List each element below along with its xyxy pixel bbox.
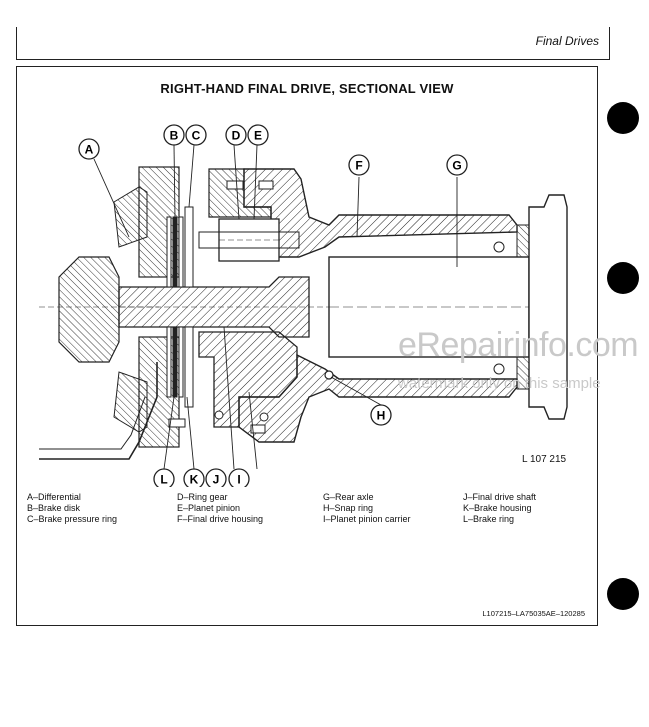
ring-gear <box>208 168 272 218</box>
planet-pinion-carrier <box>198 331 298 428</box>
legend-item: H–Snap ring <box>323 503 374 513</box>
callout-A: A <box>78 138 100 160</box>
svg-text:K: K <box>190 473 199 487</box>
callout-I: I <box>228 468 250 487</box>
callout-K: K <box>183 468 205 487</box>
differential-housing <box>58 256 120 363</box>
callout-H: H <box>370 404 392 426</box>
svg-text:I: I <box>237 473 240 487</box>
axle-flange <box>528 194 568 420</box>
figure-frame: RIGHT-HAND FINAL DRIVE, SECTIONAL VIEW <box>16 66 598 626</box>
figure-title: RIGHT-HAND FINAL DRIVE, SECTIONAL VIEW <box>160 81 454 96</box>
svg-text:D: D <box>232 129 241 143</box>
legend-column-1: A–Differential B–Brake disk C–Brake pres… <box>27 492 117 525</box>
binder-hole <box>607 578 639 610</box>
svg-text:F: F <box>355 159 362 173</box>
svg-text:G: G <box>452 159 461 173</box>
svg-text:B: B <box>170 129 179 143</box>
callout-G: G <box>446 154 468 176</box>
callout-L: L <box>153 468 175 487</box>
page-header: Final Drives <box>16 27 610 60</box>
legend-item: K–Brake housing <box>463 503 532 513</box>
svg-text:L: L <box>160 473 167 487</box>
callout-F: F <box>348 154 370 176</box>
legend-item: E–Planet pinion <box>177 503 241 513</box>
figure-code: L 107 215 <box>522 454 567 465</box>
brake-housing <box>138 166 180 278</box>
watermark-main: eRepairinfo.com <box>398 326 639 364</box>
svg-text:C: C <box>192 129 201 143</box>
legend-item: F–Final drive housing <box>177 514 264 524</box>
callout-B: B <box>163 124 185 146</box>
legend-column-4: J–Final drive shaft K–Brake housing L–Br… <box>463 492 536 525</box>
legend-item: J–Final drive shaft <box>463 492 537 502</box>
watermark-sub: watermark only on this sample <box>398 375 601 392</box>
binder-hole <box>607 262 639 294</box>
legend-column-3: G–Rear axle H–Snap ring I–Planet pinion … <box>323 492 411 525</box>
legend-item: D–Ring gear <box>177 492 228 502</box>
callout-E: E <box>247 124 269 146</box>
brake-pressure-ring <box>184 206 194 288</box>
legend-column-2: D–Ring gear E–Planet pinion F–Final driv… <box>177 492 263 525</box>
callout-J: J <box>205 468 227 487</box>
callout-C: C <box>185 124 207 146</box>
brake-pressure-ring-lower <box>184 326 194 408</box>
svg-text:A: A <box>85 143 94 157</box>
section-title: Final Drives <box>535 34 599 48</box>
legend-item: G–Rear axle <box>323 492 374 502</box>
binder-hole <box>607 102 639 134</box>
legend-item: B–Brake disk <box>27 503 81 513</box>
footer-code: L107215–LA75035AE–120285 <box>482 609 585 618</box>
sectional-view-diagram: A B C D E F G H L K J I <box>39 124 568 487</box>
legend-item: L–Brake ring <box>463 514 515 524</box>
brake-disk-stack <box>166 216 184 398</box>
callout-D: D <box>225 124 247 146</box>
legend-item: A–Differential <box>27 492 81 502</box>
final-drive-housing <box>243 168 518 258</box>
svg-text:E: E <box>254 129 262 143</box>
legend-item: C–Brake pressure ring <box>27 514 118 524</box>
legend-item: I–Planet pinion carrier <box>323 514 411 524</box>
svg-text:H: H <box>377 409 386 423</box>
svg-text:J: J <box>213 473 220 487</box>
